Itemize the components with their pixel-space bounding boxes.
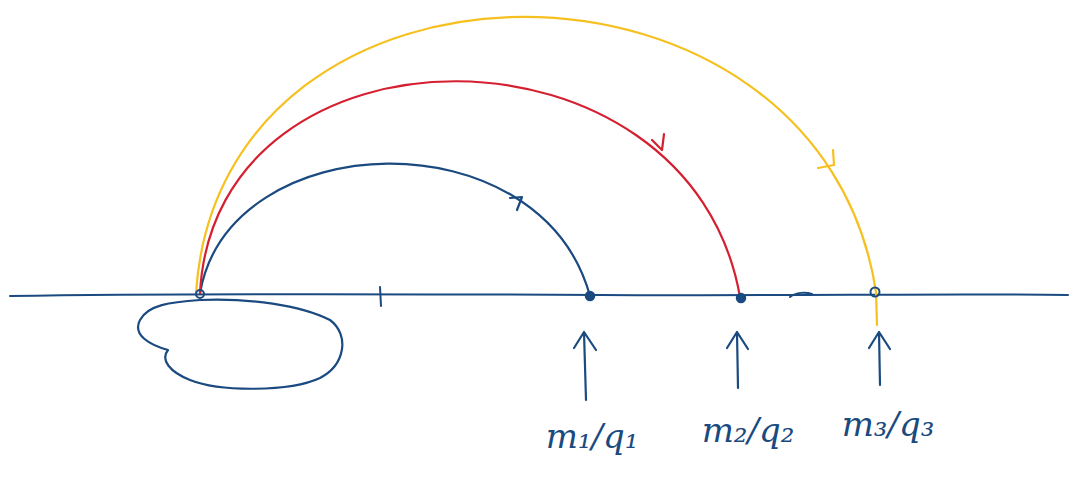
axis-line bbox=[10, 294, 1068, 296]
pointer-arrow bbox=[727, 332, 748, 388]
impact-dot bbox=[737, 294, 746, 303]
impact-dot bbox=[586, 292, 595, 301]
ion-source bbox=[138, 300, 342, 389]
arrowhead bbox=[510, 197, 522, 210]
mass-charge-label: m₁/q₁ bbox=[546, 418, 639, 455]
axis-tick bbox=[380, 287, 381, 306]
axis-mark bbox=[790, 293, 812, 297]
trajectory-arc bbox=[196, 17, 877, 325]
pointer-arrow bbox=[869, 332, 890, 385]
arrowhead bbox=[652, 134, 664, 150]
mass-charge-label: m₃/q₃ bbox=[842, 406, 935, 443]
trajectory-arc bbox=[200, 81, 740, 297]
pointer-arrow bbox=[574, 332, 596, 400]
impact-dot bbox=[871, 288, 880, 297]
mass-charge-label: m₂/q₂ bbox=[702, 412, 795, 449]
trajectory-arc bbox=[200, 164, 590, 296]
arrowhead bbox=[818, 150, 834, 168]
source-point bbox=[196, 290, 204, 298]
